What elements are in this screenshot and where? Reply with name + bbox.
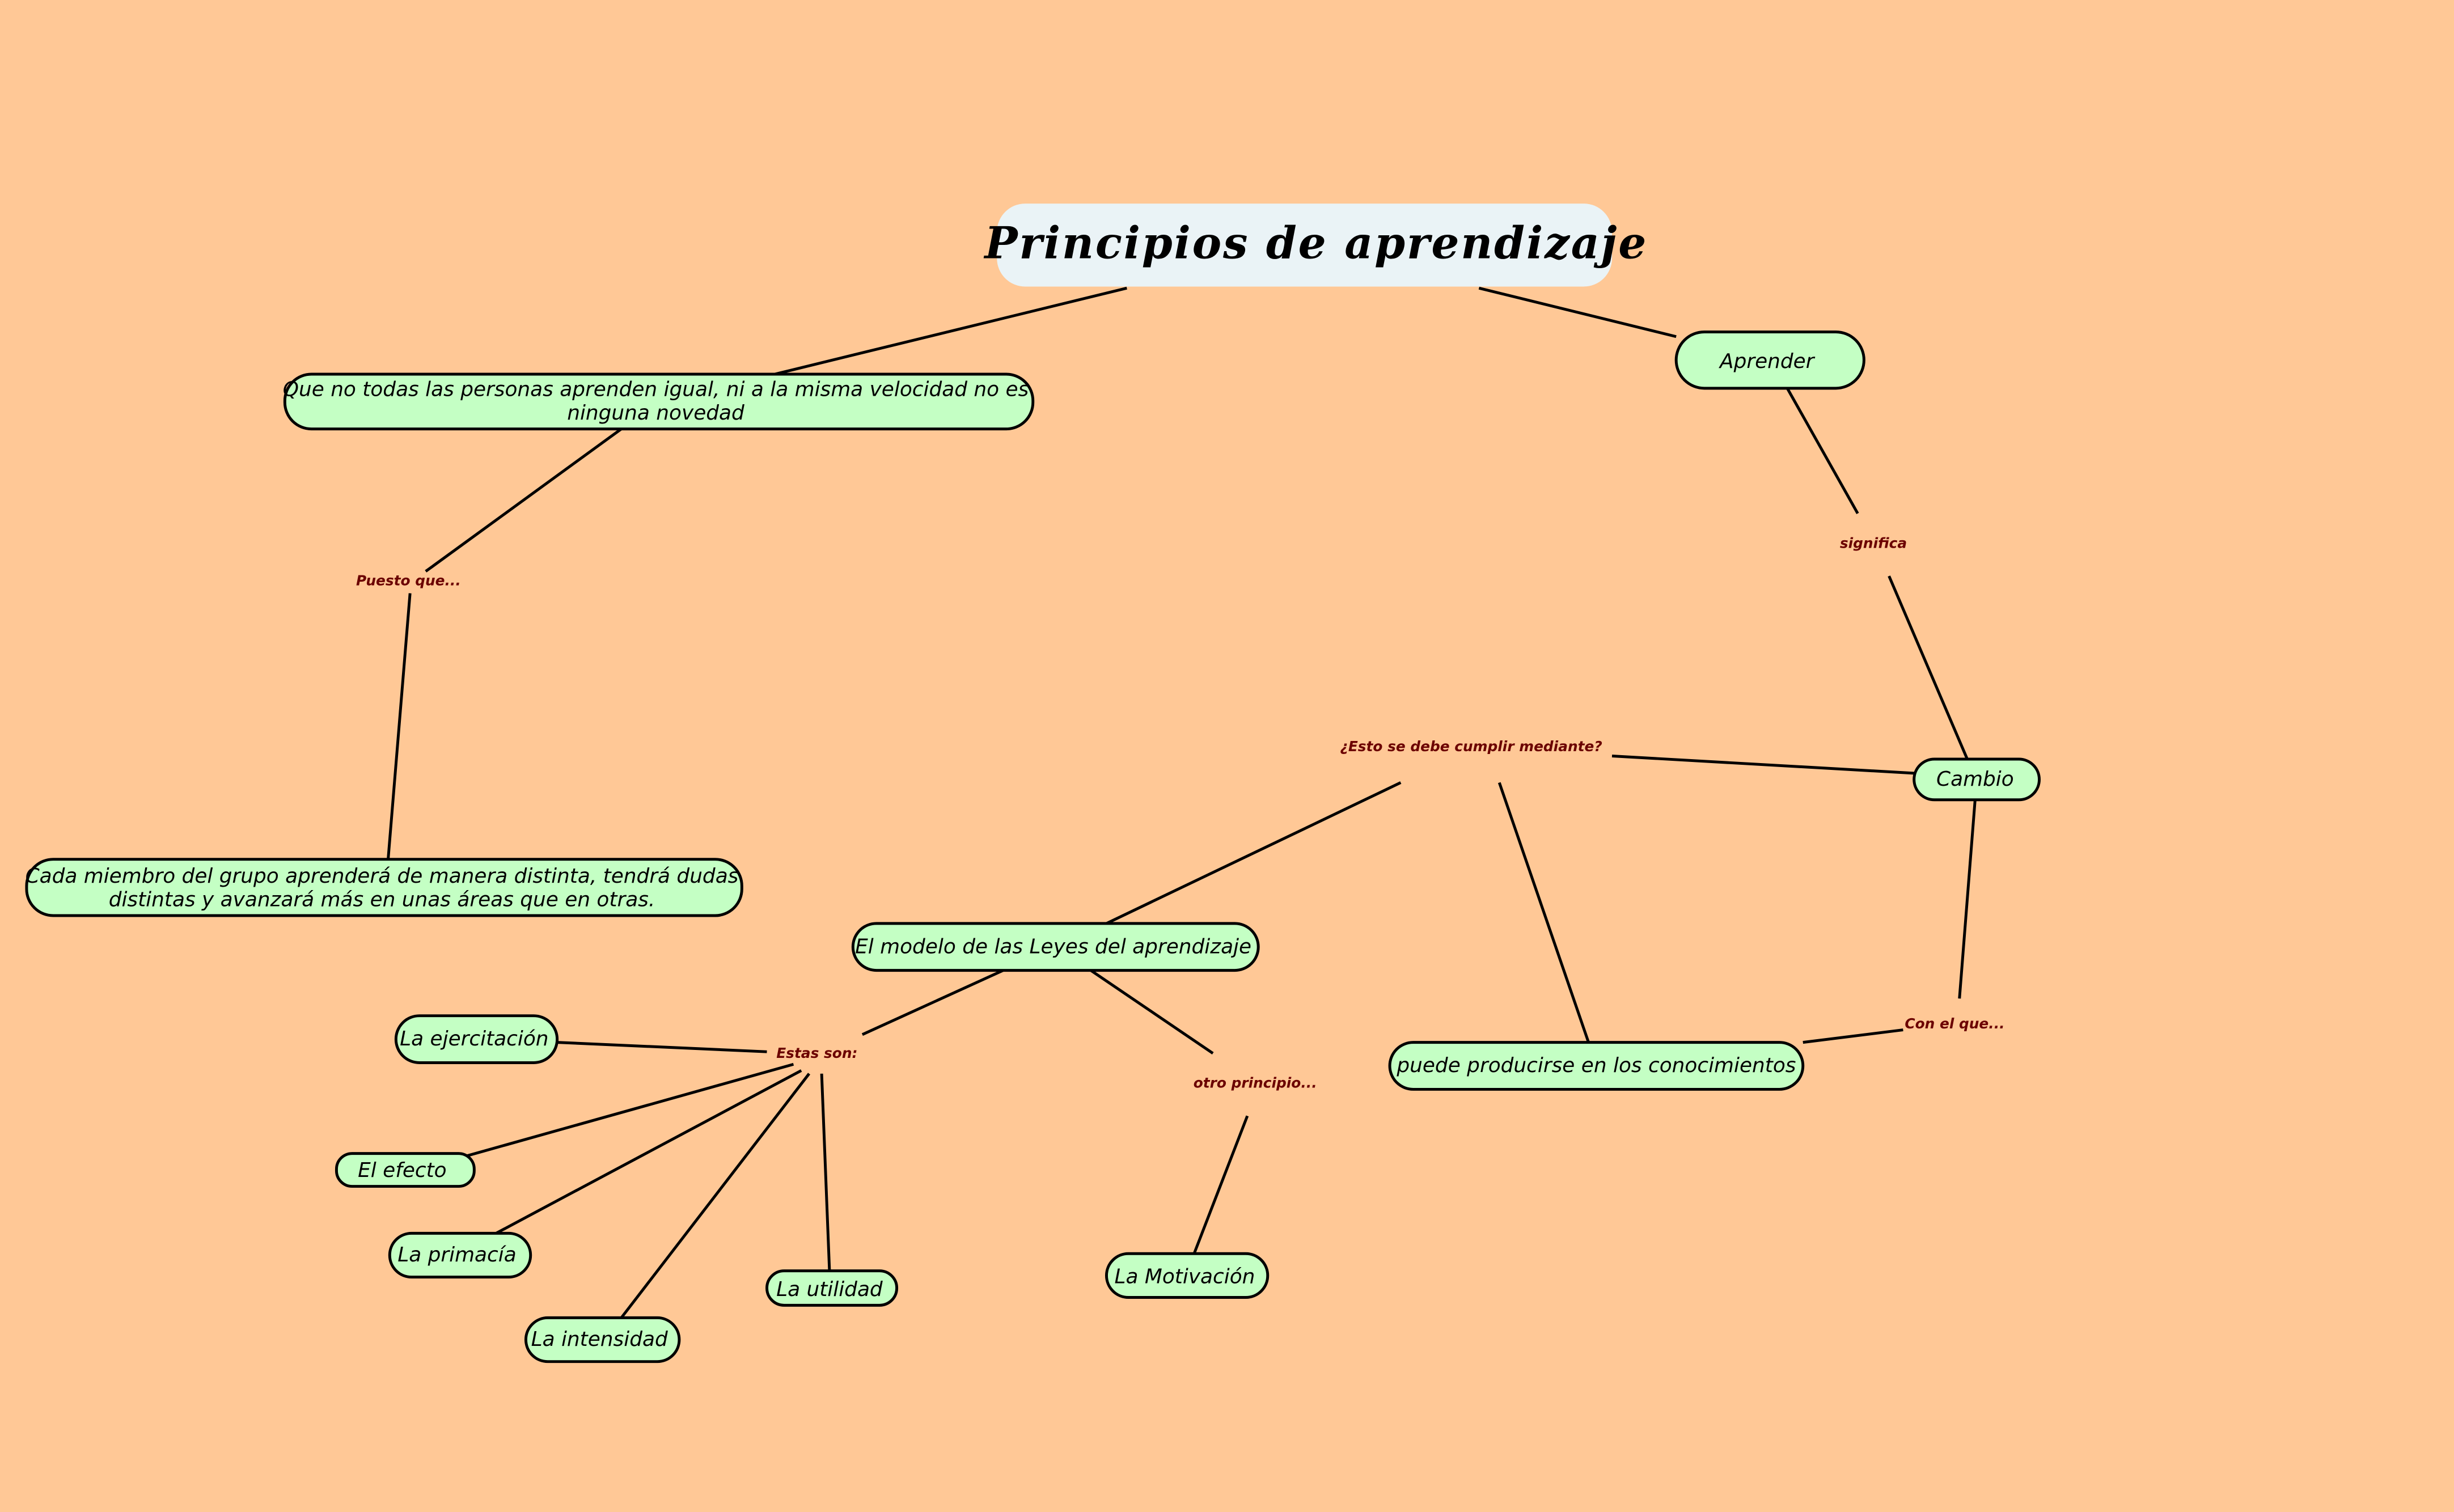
- node-cambio[interactable]: Cambio: [1913, 757, 2041, 802]
- title-node[interactable]: Principios de aprendizaje: [983, 204, 1648, 287]
- node-utilidad[interactable]: La utilidad: [765, 1269, 899, 1307]
- node-puede-producirse[interactable]: puede producirse en los conocimientos: [1388, 1041, 1805, 1091]
- node-label: Cambio: [1936, 768, 2014, 791]
- node-intensidad[interactable]: La intensidad: [524, 1316, 681, 1363]
- node-label: La ejercitación: [400, 1027, 548, 1051]
- node-label: La intensidad: [531, 1328, 668, 1351]
- node-label: El modelo de las Leyes del aprendizaje: [855, 935, 1251, 958]
- connectors: [387, 286, 1977, 1319]
- link-label-puesto: Puesto que...: [356, 573, 461, 589]
- link-labels: Puesto que... significa ¿Esto se debe cu…: [356, 535, 2005, 1091]
- node-label: puede producirse en los conocimientos: [1396, 1054, 1796, 1077]
- node-label: distintas y avanzará más en unas áreas q…: [109, 888, 655, 911]
- node-ejercitacion[interactable]: La ejercitación: [394, 1014, 559, 1064]
- title-text: Principios de aprendizaje: [983, 218, 1648, 269]
- node-label: La utilidad: [776, 1278, 883, 1301]
- node-modelo[interactable]: El modelo de las Leyes del aprendizaje: [851, 922, 1260, 972]
- link-label-esto: ¿Esto se debe cumplir mediante?: [1340, 738, 1602, 755]
- node-label: Aprender: [1719, 350, 1816, 373]
- link-label-otro: otro principio...: [1194, 1075, 1317, 1091]
- node-label: El efecto: [358, 1159, 447, 1182]
- node-efecto[interactable]: El efecto: [335, 1152, 476, 1188]
- link-label-con-el: Con el que...: [1905, 1015, 2004, 1032]
- node-label: Que no todas las personas aprenden igual…: [283, 378, 1029, 401]
- node-primacia[interactable]: La primacía: [388, 1231, 532, 1279]
- node-que-no-todas[interactable]: Que no todas las personas aprenden igual…: [283, 372, 1035, 431]
- node-label: Cada miembro del grupo aprenderá de mane…: [26, 865, 739, 888]
- node-motivacion[interactable]: La Motivación: [1105, 1252, 1270, 1299]
- node-label: ninguna novedad: [567, 401, 744, 425]
- node-aprender[interactable]: Aprender: [1674, 331, 1865, 390]
- node-label: La Motivación: [1115, 1265, 1255, 1289]
- node-cada-miembro[interactable]: Cada miembro del grupo aprenderá de mane…: [25, 858, 743, 917]
- link-label-significa: significa: [1840, 535, 1907, 551]
- node-label: La primacía: [397, 1243, 516, 1267]
- link-label-estas: Estas son:: [776, 1045, 857, 1061]
